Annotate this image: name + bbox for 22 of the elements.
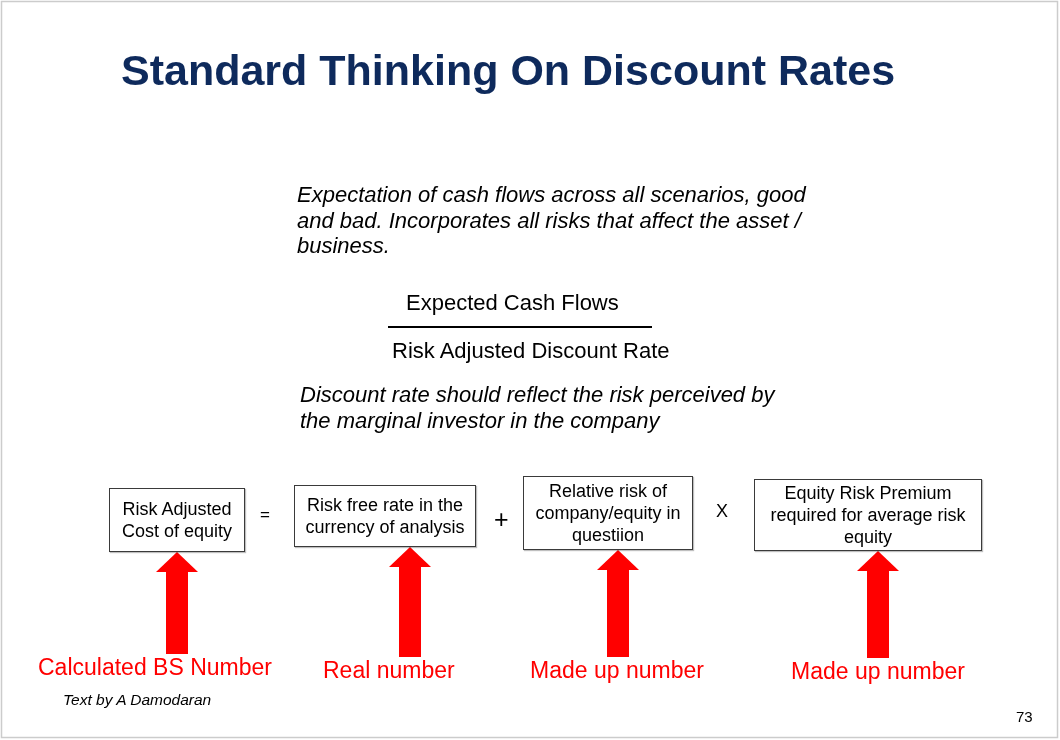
equals-sign: = — [260, 504, 270, 526]
callout-label: Made up number — [791, 658, 965, 685]
callout-label: Real number — [323, 657, 455, 684]
arrow — [857, 551, 899, 658]
term-box: Risk free rate in the currency of analysis — [294, 485, 476, 547]
note-text: Discount rate should reflect the risk perceived by the marginal investor in the company — [300, 382, 777, 433]
term-box: Equity Risk Premium required for average risk equity — [754, 479, 982, 551]
plus-sign: + — [494, 505, 509, 533]
arrow — [389, 547, 431, 657]
callout-label: Calculated BS Number — [38, 654, 272, 681]
arrow — [597, 550, 639, 657]
term-box: Risk Adjusted Cost of equity — [109, 488, 245, 552]
multiply-sign: X — [716, 500, 728, 522]
credit-text: Text by A Damodaran — [63, 691, 212, 709]
arrow — [156, 552, 198, 654]
callout-label: Made up number — [530, 657, 704, 684]
page-number: 73 — [1016, 708, 1033, 726]
denominator-text: Risk Adjusted Discount Rate — [392, 338, 670, 364]
note-text: Expectation of cash flows across all scenarios, good and bad. Incorporates all risks that affect the asset / business. — [297, 182, 808, 259]
numerator-text: Expected Cash Flows — [406, 290, 619, 316]
slide-title: Standard Thinking On Discount Rates — [121, 45, 896, 95]
term-box: Relative risk of company/equity in questiion — [523, 476, 693, 550]
